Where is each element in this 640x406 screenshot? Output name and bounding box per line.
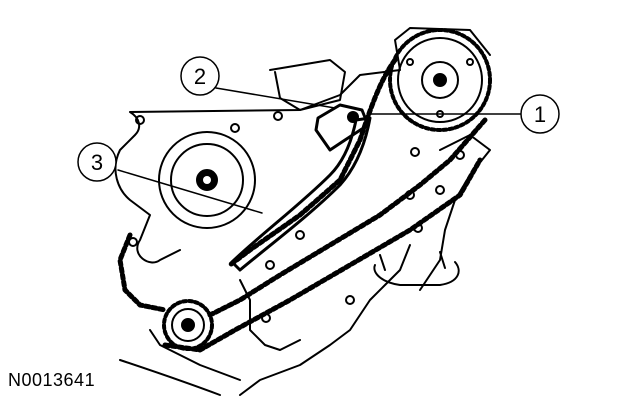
camshaft-sprocket bbox=[388, 28, 492, 132]
leader-line-2 bbox=[215, 87, 336, 109]
chain-tensioner bbox=[314, 103, 370, 152]
callout-1: 1 bbox=[520, 94, 560, 134]
crankshaft-sprocket bbox=[162, 299, 214, 351]
right-housing bbox=[239, 134, 491, 396]
callout-3-label: 3 bbox=[91, 150, 103, 175]
callout-3: 3 bbox=[77, 142, 117, 182]
callout-2-label: 2 bbox=[194, 64, 206, 89]
callout-2: 2 bbox=[180, 56, 220, 96]
callout-1-label: 1 bbox=[534, 102, 546, 127]
engine-block-bracket bbox=[269, 59, 346, 111]
reference-code: N0013641 bbox=[8, 370, 96, 390]
chain-guide bbox=[230, 116, 372, 272]
lower-block bbox=[119, 279, 301, 396]
leader-line-3 bbox=[117, 169, 263, 214]
left-pulley bbox=[158, 131, 256, 229]
